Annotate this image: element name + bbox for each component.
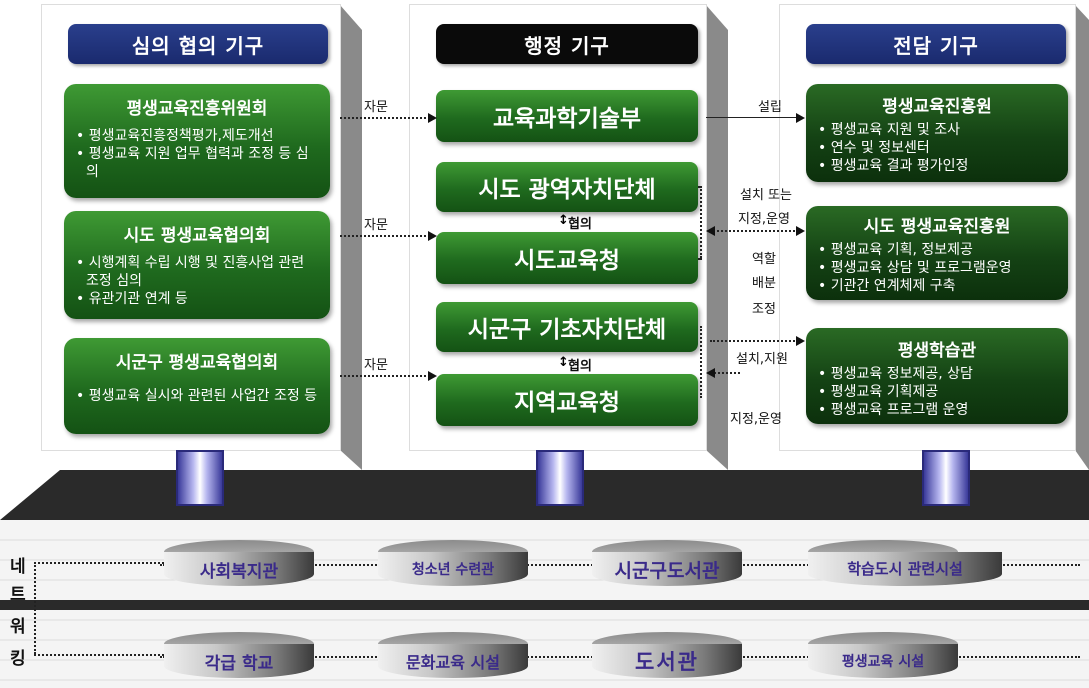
list-item: 평생교육 상담 및 프로그램운영 <box>818 259 1058 277</box>
network-node: 사회복지관 <box>164 540 314 588</box>
left-box-sigungu-council: 시군구 평생교육협의회 평생교육 실시와 관련된 사업간 조정 등 <box>64 338 330 434</box>
network-node: 문화교육 시설 <box>378 632 528 680</box>
advise-label: 자문 <box>364 358 388 373</box>
arrow-right-icon <box>428 231 437 241</box>
network-label-char: 네 <box>10 557 26 577</box>
network-node-label: 평생교육 시설 <box>808 644 958 678</box>
list-item: 평생교육진흥정책평가,제도개선 <box>76 127 320 145</box>
list-item: 평생교육 결과 평가인정 <box>818 157 1058 175</box>
right-box-learning-center: 평생학습관 평생교육 정보제공, 상담 평생교육 기획제공 평생교육 프로그램 … <box>806 328 1068 424</box>
establish-label: 설립 <box>758 100 782 115</box>
list-item: 평생교육 지원 업무 협력과 조정 등 심의 <box>76 145 320 181</box>
cooperation-label: 협의 <box>568 359 592 374</box>
list-item: 유관기관 연계 등 <box>76 290 320 308</box>
header-administration: 행정 기구 <box>436 24 698 64</box>
list-item: 평생교육 실시와 관련된 사업간 조정 등 <box>76 387 320 405</box>
pillar <box>922 450 970 506</box>
designate-operate-label: 지정,운영 <box>738 212 790 227</box>
right-box-title: 평생학습관 <box>897 341 977 361</box>
connector-line <box>710 372 740 374</box>
arrow-right-icon <box>428 113 437 123</box>
network-node: 청소년 수련관 <box>378 540 528 588</box>
list-item: 평생교육 지원 및 조사 <box>818 121 1058 139</box>
network-node-label: 시군구도서관 <box>592 552 742 586</box>
left-box-title: 시도 평생교육협의회 <box>123 226 271 246</box>
network-node-label: 사회복지관 <box>164 552 314 586</box>
network-node: 평생교육 시설 <box>808 632 958 680</box>
center-box-ministry: 교육과학기술부 <box>436 90 698 142</box>
role-label: 역할 <box>752 252 776 267</box>
list-item: 기관간 연계체제 구축 <box>818 277 1058 295</box>
network-node-label: 청소년 수련관 <box>378 552 528 586</box>
right-box-sido-institute: 시도 평생교육진흥원 평생교육 기획, 정보제공 평생교육 상담 및 프로그램운… <box>806 206 1068 300</box>
list-item: 평생교육 기획, 정보제공 <box>818 241 1058 259</box>
connector-line <box>700 326 702 398</box>
list-item: 평생교육 프로그램 운영 <box>818 401 1058 419</box>
header-deliberation: 심의 협의 기구 <box>68 24 328 64</box>
center-box-local-edu-office: 지역교육청 <box>436 374 698 426</box>
connector-line <box>34 654 164 656</box>
network-node: 도서관 <box>592 632 742 680</box>
connector-line <box>34 562 164 564</box>
connector-line <box>34 562 36 654</box>
arrow-right-icon <box>796 226 805 236</box>
left-box-title: 평생교육진흥위원회 <box>126 99 268 119</box>
network-node-label: 도서관 <box>592 644 742 678</box>
network-node-label: 각급 학교 <box>164 644 314 678</box>
install-support-label: 설치,지원 <box>736 352 788 367</box>
network-label-char: 킹 <box>10 649 26 669</box>
connector-line <box>698 186 702 188</box>
arrow-left-icon <box>706 368 715 378</box>
connector-line <box>700 186 702 258</box>
center-box-metro-gov: 시도 광역자치단체 <box>436 162 698 212</box>
double-arrow-icon: ↕ <box>558 355 569 370</box>
network-label-char: 트 <box>10 585 26 605</box>
division-label: 배분 <box>752 276 776 291</box>
list-item: 시행계획 수립 시행 및 진흥사업 관련 조정 심의 <box>76 254 320 290</box>
header-dedicated: 전담 기구 <box>806 24 1066 64</box>
list-item: 평생교육 정보제공, 상담 <box>818 365 1058 383</box>
network-node: 학습도시 관련시설 <box>808 540 1002 588</box>
establish-or-label: 설치 또는 <box>740 188 792 203</box>
left-box-sido-council: 시도 평생교육협의회 시행계획 수립 시행 및 진흥사업 관련 조정 심의 유관… <box>64 211 330 319</box>
arrow-left-icon <box>706 226 715 236</box>
network-node-label: 학습도시 관련시설 <box>808 552 1002 586</box>
connector-line <box>340 375 430 377</box>
right-box-title: 시도 평생교육진흥원 <box>863 217 1011 237</box>
designate-operate-label: 지정,운영 <box>730 412 782 427</box>
network-label-char: 워 <box>10 617 26 637</box>
cooperation-label: 협의 <box>568 217 592 232</box>
adjust-label: 조정 <box>752 302 776 317</box>
connector-line <box>698 258 702 260</box>
left-box-committee: 평생교육진흥위원회 평생교육진흥정책평가,제도개선 평생교육 지원 업무 협력과… <box>64 84 330 198</box>
arrow-right-icon <box>428 371 437 381</box>
pillar <box>176 450 224 506</box>
advise-label: 자문 <box>364 218 388 233</box>
network-node: 시군구도서관 <box>592 540 742 588</box>
center-box-sido-edu-office: 시도교육청 <box>436 232 698 284</box>
arrow-right-icon <box>796 336 805 346</box>
pillar <box>536 450 584 506</box>
connector-line <box>710 230 798 232</box>
connector-line <box>340 235 430 237</box>
right-box-institute: 평생교육진흥원 평생교육 지원 및 조사 연수 및 정보센터 평생교육 결과 평… <box>806 84 1068 182</box>
right-box-title: 평생교육진흥원 <box>882 97 992 117</box>
left-box-title: 시군구 평생교육협의회 <box>115 353 279 373</box>
list-item: 평생교육 기획제공 <box>818 383 1058 401</box>
connector-line <box>340 117 430 119</box>
advise-label: 자문 <box>364 100 388 115</box>
network-node: 각급 학교 <box>164 632 314 680</box>
connector-line <box>706 117 798 118</box>
connector-line <box>710 340 798 342</box>
center-box-local-gov: 시군구 기초자치단체 <box>436 302 698 352</box>
arrow-right-icon <box>796 113 805 123</box>
double-arrow-icon: ↕ <box>558 213 569 228</box>
network-node-label: 문화교육 시설 <box>378 644 528 678</box>
list-item: 연수 및 정보센터 <box>818 139 1058 157</box>
